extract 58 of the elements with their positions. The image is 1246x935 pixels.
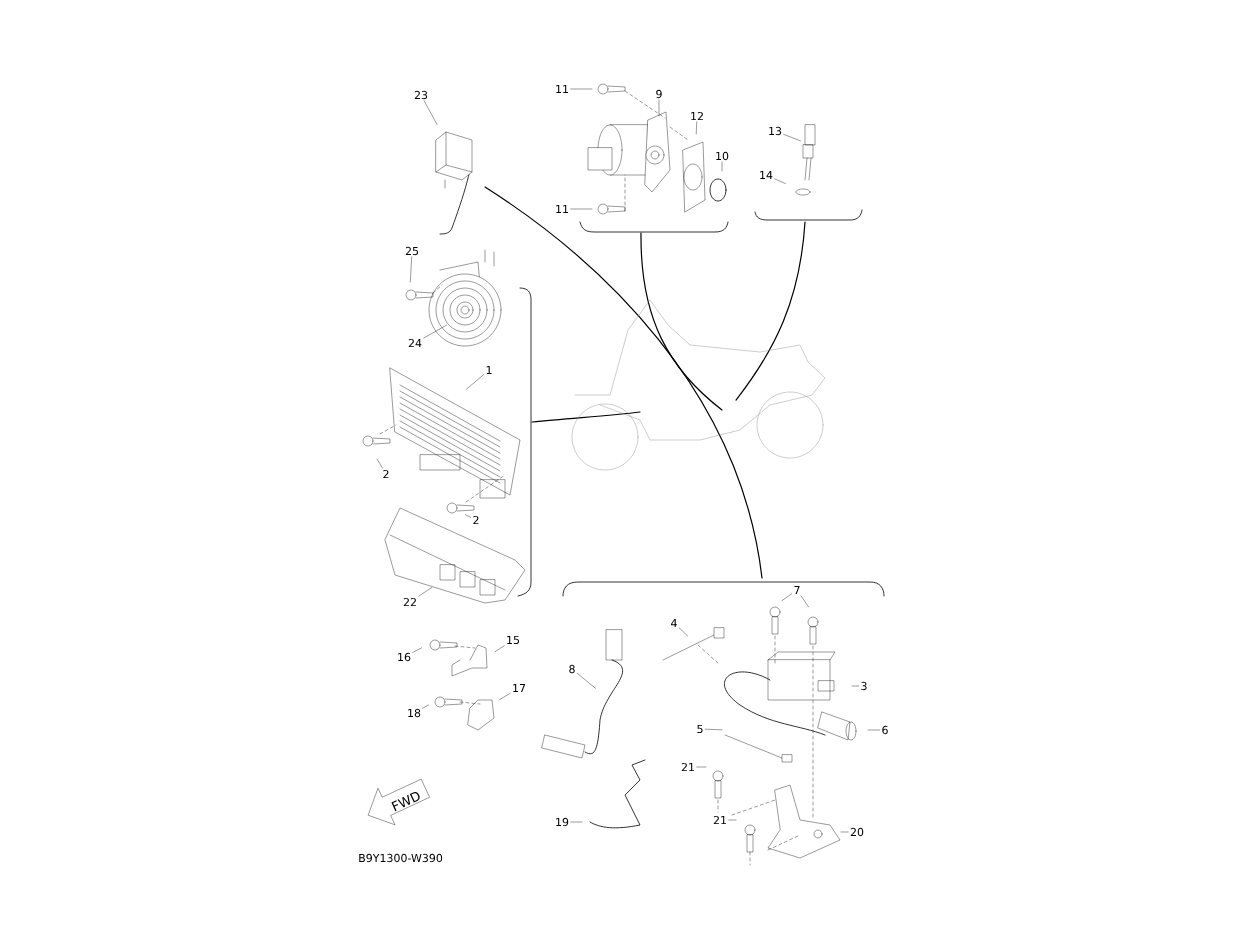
leader-line [410, 256, 412, 283]
callout-number: 2 [471, 514, 481, 526]
callout-number: 10 [713, 150, 731, 162]
callout-number: 25 [403, 245, 421, 257]
callout-number: 21 [711, 814, 729, 826]
drawing-code: B9Y1300-W390 [359, 853, 443, 863]
callout-number: 8 [567, 663, 577, 675]
callout-number: 22 [401, 596, 419, 608]
leader-line [696, 766, 707, 768]
callout-number: 6 [880, 724, 890, 736]
leader-line [376, 458, 383, 469]
leader-line [781, 593, 792, 601]
leader-line [412, 647, 422, 653]
callout-number: 16 [395, 651, 413, 663]
leader-line [570, 208, 593, 210]
callout-number: 24 [406, 337, 424, 349]
leader-line [422, 704, 429, 709]
callout-number: 15 [504, 634, 522, 646]
callout-number: 7 [792, 584, 802, 596]
leader-line [424, 100, 438, 125]
leader-line [418, 587, 433, 597]
callout-number: 4 [669, 617, 679, 629]
leader-line [705, 729, 723, 730]
callout-number: 2 [381, 468, 391, 480]
leader-line [494, 645, 505, 652]
leader-line [423, 324, 447, 339]
callout-number: 17 [510, 682, 528, 694]
leader-line [466, 374, 484, 390]
leader-line [696, 121, 697, 135]
callout-number: 5 [695, 723, 705, 735]
leader-line [728, 819, 737, 821]
leader-line [498, 693, 511, 701]
callout-number: 3 [859, 680, 869, 692]
callout-number: 21 [679, 761, 697, 773]
leader-line [851, 685, 859, 687]
leader-line [577, 673, 596, 689]
callout-number: 11 [553, 203, 571, 215]
callout-number: 19 [553, 816, 571, 828]
callout-number: 13 [766, 125, 784, 137]
leader-line [679, 627, 688, 637]
leader-line [867, 729, 880, 731]
callout-number: 20 [848, 826, 866, 838]
callout-number: 23 [412, 89, 430, 101]
leader-line [840, 831, 849, 833]
leader-line [774, 178, 786, 184]
callout-number: 12 [688, 110, 706, 122]
callout-number: 9 [654, 88, 664, 100]
callout-number: 14 [757, 169, 775, 181]
leader-line [570, 88, 593, 90]
leader-line [570, 821, 583, 823]
leader-line [465, 514, 471, 518]
leader-line [783, 134, 801, 141]
leader-line [800, 595, 809, 608]
callout-number: 11 [553, 83, 571, 95]
callout-number: 18 [405, 707, 423, 719]
leader-line [721, 161, 723, 172]
leader-line [658, 99, 660, 117]
callout-number: 1 [484, 364, 494, 376]
